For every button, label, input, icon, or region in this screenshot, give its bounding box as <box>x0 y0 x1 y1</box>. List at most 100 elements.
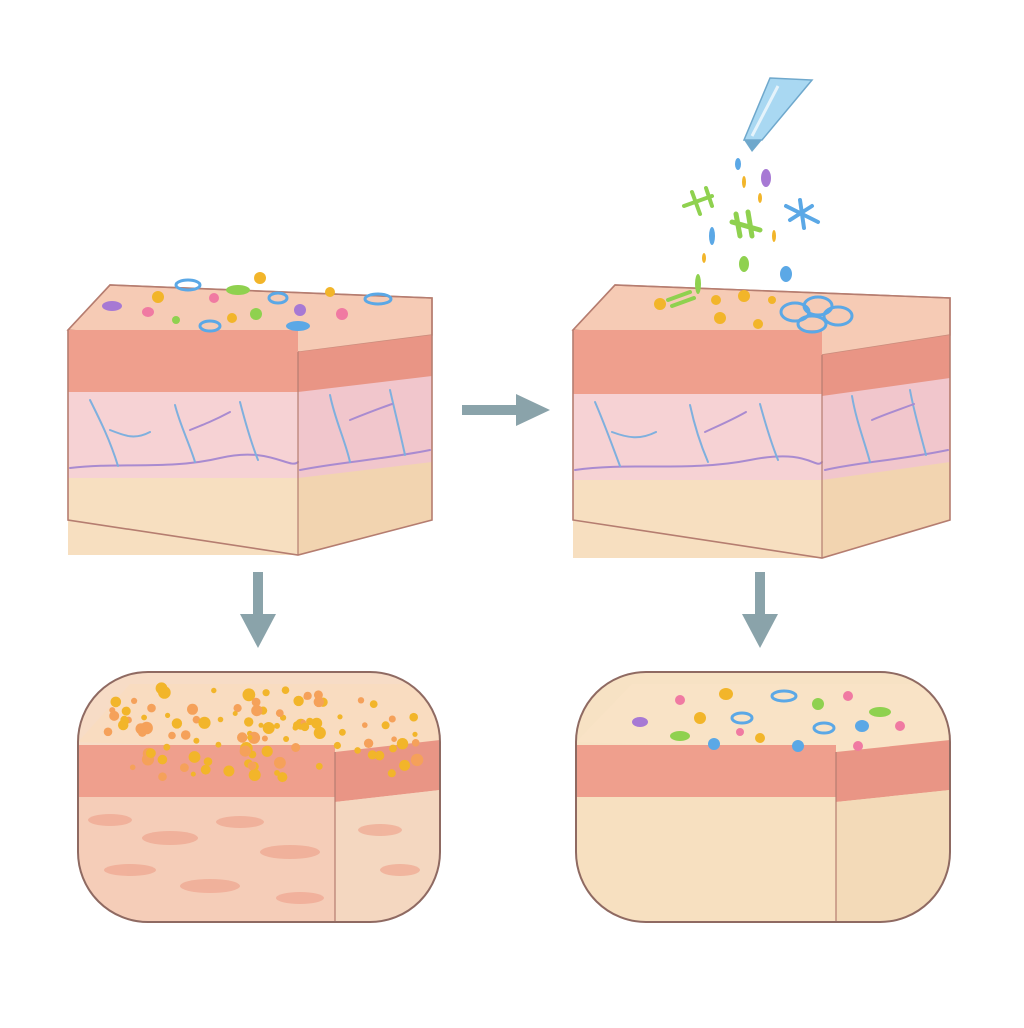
yellow-microbe <box>251 697 261 707</box>
bottom-right-skin-section <box>575 671 951 923</box>
yellow-microbe <box>315 762 323 770</box>
dermis-layer-side <box>335 790 440 922</box>
yellow-microbe <box>274 756 286 769</box>
blood-vessels <box>69 389 431 471</box>
microbe <box>735 158 741 170</box>
microbe <box>855 720 869 732</box>
yellow-microbe <box>187 703 198 715</box>
microbe <box>198 319 222 333</box>
yellow-microbe <box>110 696 122 708</box>
microbe <box>714 312 726 324</box>
yellow-microbe <box>261 745 273 757</box>
microbe <box>654 298 666 310</box>
microbe <box>682 186 714 216</box>
yellow-microbe <box>363 738 374 748</box>
yellow-microbe <box>203 757 213 766</box>
block-outline <box>572 284 951 559</box>
yellow-microbe <box>135 723 147 735</box>
microbe <box>792 740 804 752</box>
microbe <box>770 689 798 703</box>
yellow-microbe <box>188 751 201 763</box>
yellow-microbe <box>180 763 189 772</box>
yellow-microbe <box>354 747 361 754</box>
microbe <box>779 295 854 334</box>
yellow-microbe-overgrowth <box>103 682 424 783</box>
yellow-microbe <box>131 697 138 705</box>
yellow-microbe <box>262 722 275 734</box>
microbe <box>761 169 771 187</box>
yellow-microbe <box>180 730 191 740</box>
microbe <box>694 712 706 724</box>
yellow-microbe <box>192 715 201 724</box>
fat-layer-side <box>298 452 432 555</box>
microbe <box>812 721 836 735</box>
yellow-microbe <box>155 682 168 695</box>
microbe <box>719 688 733 700</box>
yellow-microbe <box>232 711 238 716</box>
yellow-microbe <box>283 736 290 742</box>
section-top-face <box>78 684 440 752</box>
yellow-microbe <box>367 750 377 760</box>
yellow-microbe <box>362 722 368 728</box>
yellow-microbe <box>163 743 171 751</box>
yellow-microbe <box>410 753 424 767</box>
microbe <box>294 304 306 316</box>
microbe-cluster <box>654 290 854 334</box>
microbe <box>325 287 335 297</box>
blood-vessels <box>574 389 949 471</box>
yellow-microbe <box>211 687 217 694</box>
yellow-microbe <box>247 731 261 744</box>
yellow-microbe <box>274 770 280 776</box>
yellow-microbe <box>244 717 254 727</box>
microbe <box>729 209 763 239</box>
yellow-microbe <box>109 707 116 714</box>
yellow-microbe <box>198 716 211 729</box>
yellow-microbe <box>157 754 168 765</box>
epidermis-layer-side <box>836 740 950 802</box>
yellow-microbe <box>146 748 156 759</box>
microbe <box>853 741 863 751</box>
yellow-microbe <box>374 750 385 761</box>
arrow-right-icon <box>462 394 550 426</box>
microbe <box>670 731 690 741</box>
yellow-microbe <box>303 694 310 700</box>
microbe <box>286 321 310 331</box>
microbe <box>753 319 763 329</box>
yellow-microbe <box>333 741 341 750</box>
microbe <box>755 733 765 743</box>
yellow-microbe <box>247 761 257 771</box>
yellow-microbe <box>311 717 323 729</box>
dermis-layer-side <box>822 374 950 480</box>
epidermis-layer <box>573 330 822 394</box>
yellow-microbe <box>141 714 148 721</box>
yellow-microbe <box>313 726 326 740</box>
microbe <box>174 278 202 292</box>
yellow-microbe <box>165 712 171 719</box>
yellow-microbe <box>281 686 290 694</box>
microbe <box>695 274 701 294</box>
yellow-microbe <box>223 765 235 777</box>
yellow-microbe <box>293 695 304 707</box>
microbe <box>675 695 685 705</box>
yellow-microbe <box>313 696 324 708</box>
yellow-microbe <box>409 712 419 722</box>
yellow-microbe <box>251 705 263 717</box>
pipette-icon <box>742 77 814 152</box>
microbe <box>812 698 824 710</box>
microbe <box>152 291 164 303</box>
section-top-face <box>576 684 950 752</box>
yellow-microbe <box>337 714 343 720</box>
microbe <box>142 307 154 317</box>
top-right-skin-block <box>571 284 951 559</box>
yellow-microbe <box>215 741 222 748</box>
top-left-skin-block <box>66 272 433 556</box>
yellow-microbe <box>120 715 129 724</box>
yellow-microbe <box>291 743 301 752</box>
yellow-microbe <box>121 706 131 716</box>
microbe <box>226 285 250 295</box>
microbe <box>102 301 122 311</box>
microbe <box>709 227 715 245</box>
microbe <box>363 292 393 306</box>
yellow-microbe <box>357 697 365 704</box>
